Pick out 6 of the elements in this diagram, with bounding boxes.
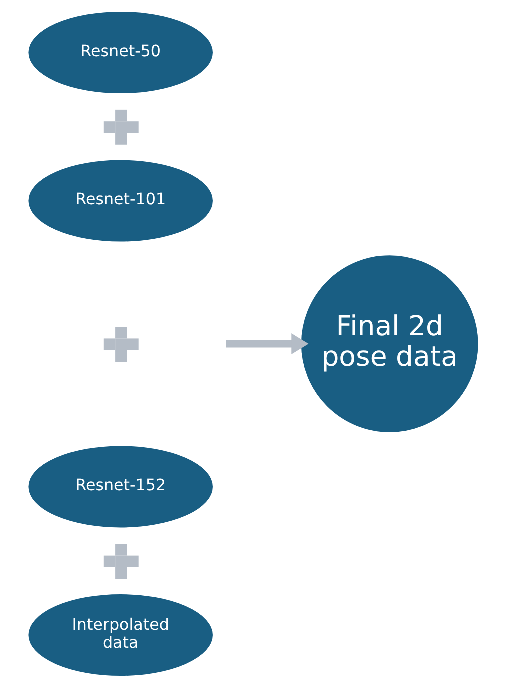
node-ellipse: Resnet-152 (28, 446, 213, 528)
node-ellipse: Resnet-50 (28, 12, 213, 94)
node-circle: Final 2d pose data (301, 256, 478, 432)
arrow (226, 333, 309, 354)
node-ellipse: Resnet-101 (28, 160, 213, 242)
node-ellipse: Interpolated data (28, 594, 213, 676)
